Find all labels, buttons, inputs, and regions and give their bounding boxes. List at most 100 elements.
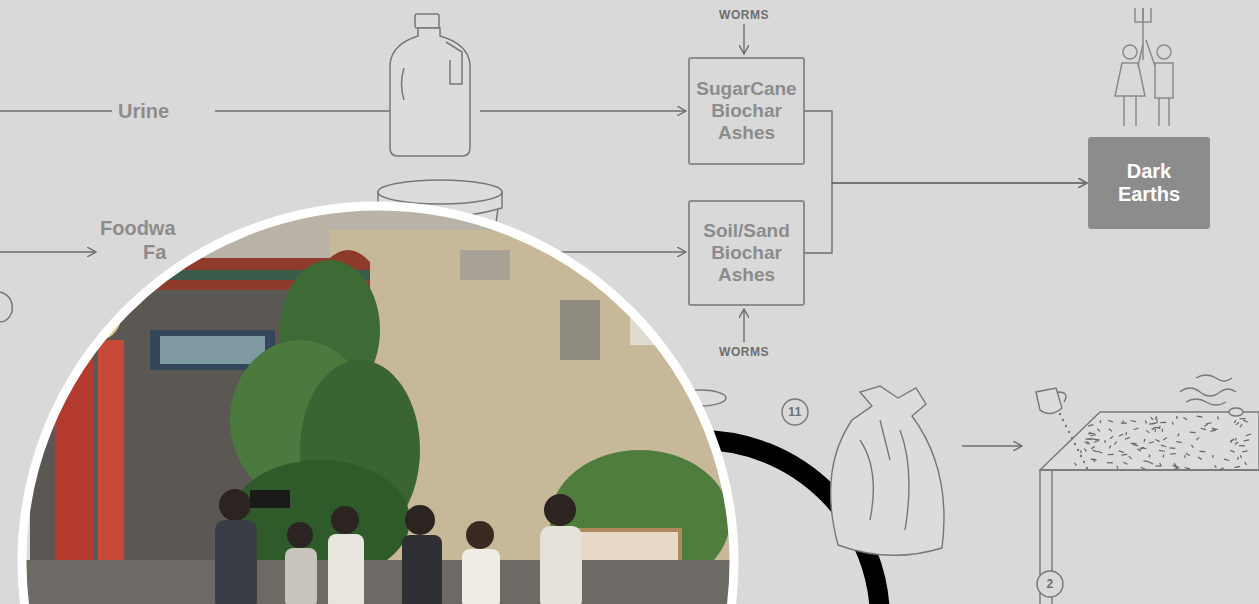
soil-dashes	[1122, 420, 1123, 423]
soil-dashes	[1198, 457, 1202, 459]
people-icon	[1146, 40, 1155, 66]
soil-dashes	[1235, 442, 1238, 445]
people-icon	[1135, 8, 1151, 22]
soil-dashes	[1224, 459, 1229, 460]
soil-dashes	[1094, 440, 1099, 442]
soil-dashes	[1125, 437, 1130, 439]
pour-stream	[1065, 425, 1067, 427]
soil-dashes	[1114, 442, 1116, 445]
soil-dashes	[1159, 450, 1165, 452]
soil-dashes	[1092, 450, 1097, 452]
soil-dashes	[1141, 467, 1145, 469]
soil-dashes	[1178, 433, 1179, 436]
soil-dashes	[1161, 445, 1166, 447]
soil-dashes	[1086, 438, 1092, 439]
photo-people	[215, 520, 257, 604]
soil-dashes	[1143, 460, 1149, 462]
pour-stream	[1062, 419, 1064, 421]
soil-dashes	[1129, 456, 1132, 459]
temple-photo	[560, 300, 600, 360]
flow-label: Fa	[143, 242, 166, 262]
node-text: Soil/Sand Biochar Ashes	[694, 220, 799, 286]
soil-dashes	[1107, 462, 1113, 463]
soil-dashes	[1090, 435, 1096, 436]
pour-stream	[1086, 467, 1088, 469]
soil-dashes	[1088, 425, 1093, 426]
soil-dashes	[1172, 422, 1174, 425]
soil-dashes	[1185, 468, 1190, 469]
soil-dashes	[1230, 439, 1234, 441]
soil-dashes	[1149, 442, 1154, 443]
flow-arrow	[215, 110, 402, 111]
soil-dashes	[1119, 451, 1124, 453]
process-box: SugarCane Biochar Ashes	[688, 57, 805, 165]
soil-dashes	[1117, 466, 1118, 469]
soil-dashes	[1149, 462, 1153, 464]
soil-dashes	[1176, 416, 1178, 419]
input-label: WORMS	[719, 346, 769, 358]
people-icon	[1115, 8, 1173, 126]
photo-people	[287, 522, 313, 548]
urine-jug	[402, 68, 405, 100]
soil-dashes	[1137, 449, 1141, 451]
soil-dashes	[1123, 462, 1127, 464]
flow-label: Urine	[118, 101, 169, 121]
soil-dashes	[1131, 443, 1137, 444]
soil-dashes	[1183, 418, 1187, 420]
soil-dashes	[1176, 442, 1182, 443]
people-icon	[1159, 98, 1169, 126]
soil-table	[1040, 470, 1259, 604]
soil-dashes	[1108, 420, 1113, 422]
soil-dashes	[1212, 428, 1215, 430]
soil-table	[1229, 408, 1243, 416]
soil-dashes	[1246, 434, 1251, 436]
soil-dashes	[1140, 447, 1146, 449]
flow-arrow	[480, 110, 686, 111]
pour-stream	[1074, 443, 1076, 445]
photo-people	[540, 526, 582, 604]
soil-dashes	[1245, 462, 1247, 465]
soil-dashes	[1080, 450, 1081, 453]
soil-dashes	[1075, 416, 1252, 470]
result-box: Dark Earths	[1088, 137, 1210, 229]
soil-table	[1180, 375, 1236, 405]
soil-dashes	[1172, 465, 1177, 466]
soil-dashes	[1242, 451, 1248, 452]
soil-dashes	[1097, 451, 1102, 453]
people-icon	[1138, 44, 1143, 66]
soil-dashes	[1108, 454, 1114, 456]
soil-dashes	[1156, 439, 1160, 441]
photo-people	[405, 505, 435, 535]
soil-table	[1036, 375, 1259, 604]
temple-photo	[0, 190, 760, 604]
photo-people	[462, 549, 500, 604]
flow-arrow	[743, 24, 744, 54]
photo-people	[328, 534, 364, 604]
soil-dashes	[1155, 429, 1156, 432]
callout-number: 2	[1046, 578, 1053, 590]
photo-people	[250, 490, 290, 508]
soil-dashes	[1146, 430, 1149, 433]
soil-dashes	[1212, 455, 1213, 458]
soil-dashes	[1099, 420, 1101, 423]
flow-arrow	[0, 110, 112, 111]
soil-dashes	[1230, 450, 1235, 452]
photo-people	[219, 489, 251, 521]
pour-stream	[1068, 431, 1070, 433]
soil-dashes	[1215, 465, 1217, 468]
soil-dashes	[1130, 420, 1135, 421]
pour-stream	[1080, 455, 1082, 457]
soil-dashes	[1134, 428, 1139, 430]
flow-label: Foodwa	[100, 218, 176, 238]
soil-dashes	[1190, 432, 1196, 434]
soil-dashes	[1184, 455, 1185, 458]
soil-dashes	[1087, 441, 1090, 444]
people-icon	[1123, 45, 1137, 59]
photo-people	[402, 535, 442, 604]
flow-arrow	[962, 445, 1022, 446]
people-icon	[1155, 63, 1173, 98]
pour-stream	[1071, 437, 1073, 439]
soil-dashes	[1125, 432, 1127, 435]
soil-dashes	[1199, 451, 1205, 452]
